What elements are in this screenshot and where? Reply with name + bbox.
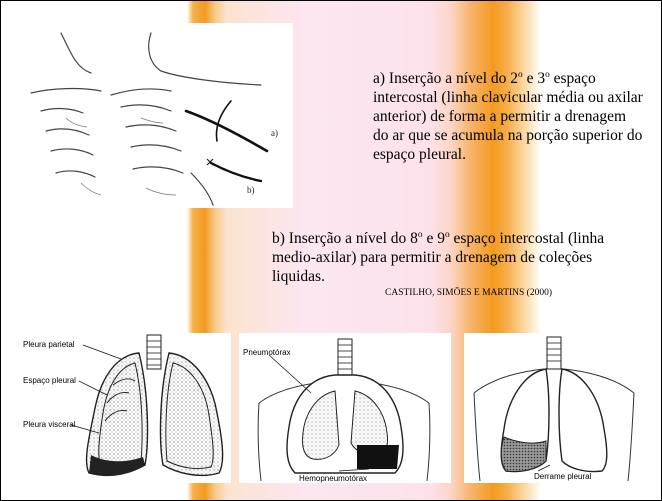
text-a-part1: a) Inserção a nível do 2: [373, 70, 518, 87]
text-insertion-b: b) Inserção a nível do 8o e 9o espaço in…: [272, 229, 612, 286]
text-b-part2: e 9: [423, 230, 445, 247]
label-pleura-parietal: Pleura parietal: [23, 340, 75, 349]
text-insertion-a: a) Inserção a nível do 2o e 3o espaço in…: [373, 69, 643, 164]
label-hemopneumotorax: Hemopneumotórax: [299, 474, 367, 483]
sketch-drawing: a) b): [21, 23, 293, 208]
label-derrame-pleural: Derrame pleural: [534, 472, 592, 481]
drain-insertion-sketch: a) b): [21, 23, 293, 208]
label-espaco-pleural: Espaço pleural: [23, 376, 76, 385]
pleura-anatomy-figure: Pleura parietal Espaço pleural Pleura vi…: [21, 333, 231, 483]
drain-tube-a: [186, 111, 267, 151]
pleural-effusion-figure: Derrame pleural: [464, 333, 644, 483]
label-pleura-visceral: Pleura visceral: [23, 420, 76, 429]
text-b-part1: b) Inserção a nível do 8: [272, 230, 418, 247]
pneumothorax-figure: Pneumotórax Hemopneumotórax: [239, 333, 451, 483]
drain-tube-b: [211, 163, 261, 181]
pneumothorax-drawing: Pneumotórax Hemopneumotórax: [239, 333, 451, 483]
pleura-anatomy-drawing: Pleura parietal Espaço pleural Pleura vi…: [21, 333, 231, 483]
label-pneumotorax: Pneumotórax: [243, 348, 291, 357]
sketch-label-b: b): [247, 185, 255, 195]
citation: CASTILHO, SIMÕES E MARTINS (2000): [385, 288, 552, 298]
text-a-part2: e 3: [523, 70, 545, 87]
sketch-label-a: a): [271, 128, 278, 138]
pleural-effusion-drawing: Derrame pleural: [464, 333, 644, 483]
